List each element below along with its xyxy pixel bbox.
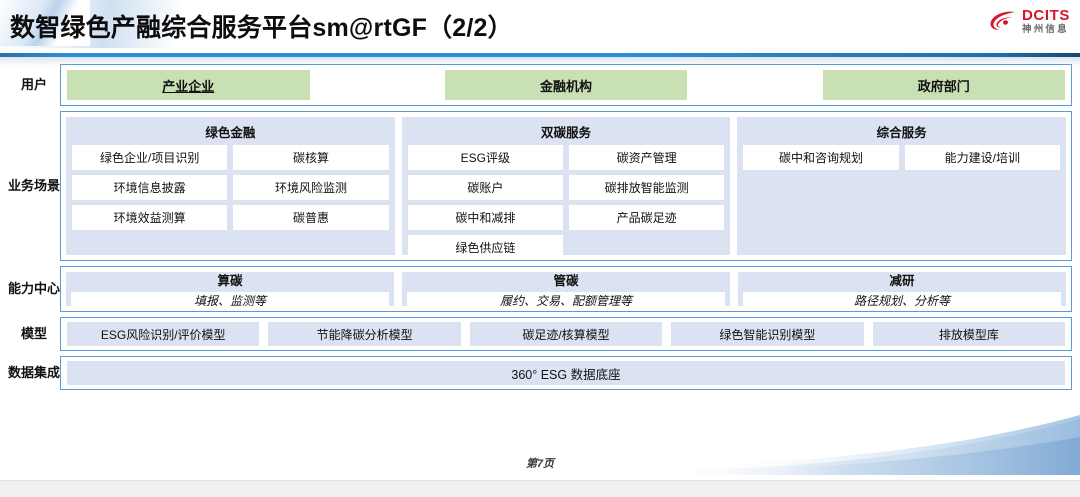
- row-body-capability-center: 算碳 填报、监测等 管碳 履约、交易、配额管理等 减研 路径规划、分析等: [60, 266, 1072, 312]
- scenario-group-comprehensive-items: 碳中和咨询规划 能力建设/培训: [743, 145, 1060, 170]
- user-chip-government-label: 政府部门: [917, 78, 970, 94]
- row-label-data-integration: 数据集成: [8, 364, 61, 380]
- row-label-models: 模型: [20, 325, 47, 341]
- row-label-users: 用户: [20, 76, 47, 92]
- capability-group-carbon-reduction[interactable]: 减研 路径规划、分析等: [738, 272, 1066, 309]
- user-chip-industry[interactable]: 产业企业: [67, 70, 310, 100]
- model-chip[interactable]: 碳足迹/核算模型: [469, 322, 663, 346]
- row-models: 模型 ESG风险识别/评价模型 节能降碳分析模型 碳足迹/核算模型 绿色智能识别…: [8, 317, 1072, 351]
- user-chip-financial-label: 金融机构: [539, 78, 592, 94]
- scenario-item[interactable]: 碳普惠: [233, 205, 389, 230]
- scenario-item[interactable]: ESG评级: [407, 145, 563, 170]
- capability-group-subtitle: 填报、监测等: [71, 291, 389, 309]
- scenario-item[interactable]: 产品碳足迹: [569, 205, 725, 230]
- model-chip[interactable]: 绿色智能识别模型: [671, 322, 864, 346]
- capability-group-title: 管碳: [553, 274, 579, 288]
- scenario-item[interactable]: 碳账户: [407, 175, 563, 200]
- scenario-group-dual-carbon: 双碳服务 ESG评级 碳资产管理 碳账户 碳排放智能监测 碳中和减排 产品碳足迹…: [401, 117, 731, 260]
- logo-english-text: DCITS: [1022, 7, 1070, 24]
- row-body-users: 产业企业 金融机构 政府部门: [60, 64, 1072, 106]
- dcits-swoosh-icon: [990, 11, 1015, 30]
- scenario-group-dual-carbon-title: 双碳服务: [541, 126, 592, 140]
- scenario-group-green-finance-items: 绿色企业/项目识别 碳核算 环境信息披露 环境风险监测 环境效益测算 碳普惠: [72, 145, 389, 230]
- scenario-item[interactable]: 绿色企业/项目识别: [72, 145, 228, 170]
- capability-group-carbon-management[interactable]: 管碳 履约、交易、配额管理等: [402, 272, 730, 309]
- model-chip[interactable]: ESG风险识别/评价模型: [67, 322, 260, 346]
- row-body-data-integration: 360° ESG 数据底座: [60, 356, 1072, 390]
- scenario-item[interactable]: 碳资产管理: [569, 145, 725, 170]
- capability-group-title: 算碳: [217, 274, 243, 288]
- user-chip-industry-label: 产业企业: [162, 78, 215, 94]
- title-divider-rule: [0, 53, 1080, 57]
- scenario-item[interactable]: 能力建设/培训: [904, 145, 1060, 170]
- footer-page-number: 第7页: [525, 458, 555, 470]
- title-divider-shadow: [0, 57, 1080, 66]
- scenario-group-comprehensive: 综合服务 碳中和咨询规划 能力建设/培训: [737, 117, 1067, 255]
- architecture-matrix: 用户 产业企业 金融机构 政府部门 业务场景 绿色金融 绿色: [8, 64, 1072, 390]
- row-business-scenarios: 业务场景 绿色金融 绿色企业/项目识别 碳核算 环境信息披露 环境风险监测 环境…: [8, 111, 1072, 261]
- scenario-group-green-finance: 绿色金融 绿色企业/项目识别 碳核算 环境信息披露 环境风险监测 环境效益测算 …: [66, 117, 395, 255]
- scenario-item[interactable]: 碳排放智能监测: [569, 175, 725, 200]
- scenario-item[interactable]: 碳核算: [233, 145, 389, 170]
- capability-group-title: 减研: [889, 274, 915, 288]
- model-chip[interactable]: 节能降碳分析模型: [268, 322, 461, 346]
- page-title: 数智绿色产融综合服务平台sm@rtGF（2/2）: [10, 14, 513, 42]
- capability-group-subtitle: 路径规划、分析等: [743, 291, 1061, 309]
- brand-logo: DCITS 神州信息: [989, 8, 1070, 35]
- scenario-group-green-finance-title: 绿色金融: [205, 126, 256, 140]
- capability-group-carbon-accounting[interactable]: 算碳 填报、监测等: [66, 272, 394, 309]
- scenario-item[interactable]: 环境效益测算: [72, 205, 228, 230]
- scenario-item[interactable]: 碳中和咨询规划: [743, 145, 899, 170]
- logo-chinese-text: 神州信息: [1022, 24, 1069, 35]
- footer-strip: [0, 480, 1080, 497]
- row-capability-center: 能力中心 算碳 填报、监测等 管碳 履约、交易、配额管理等 减研 路径规划、分析…: [8, 266, 1072, 312]
- scenario-item[interactable]: 环境风险监测: [233, 175, 389, 200]
- scenario-group-comprehensive-title: 综合服务: [876, 126, 927, 140]
- row-body-models: ESG风险识别/评价模型 节能降碳分析模型 碳足迹/核算模型 绿色智能识别模型 …: [60, 317, 1072, 351]
- row-label-business-scenarios: 业务场景: [8, 177, 61, 193]
- scenario-item[interactable]: 绿色供应链: [407, 235, 563, 260]
- row-data-integration: 数据集成 360° ESG 数据底座: [8, 356, 1072, 390]
- row-body-business-scenarios: 绿色金融 绿色企业/项目识别 碳核算 环境信息披露 环境风险监测 环境效益测算 …: [60, 111, 1072, 261]
- scenario-group-dual-carbon-items: ESG评级 碳资产管理 碳账户 碳排放智能监测 碳中和减排 产品碳足迹 绿色供应…: [407, 145, 725, 260]
- user-chip-government[interactable]: 政府部门: [822, 70, 1065, 100]
- scenario-item[interactable]: 碳中和减排: [407, 205, 563, 230]
- data-foundation-bar[interactable]: 360° ESG 数据底座: [67, 361, 1065, 385]
- user-chip-financial[interactable]: 金融机构: [444, 70, 688, 100]
- row-users: 用户 产业企业 金融机构 政府部门: [8, 64, 1072, 106]
- model-chip[interactable]: 排放模型库: [872, 322, 1066, 346]
- scenario-item[interactable]: 环境信息披露: [72, 175, 228, 200]
- capability-group-subtitle: 履约、交易、配额管理等: [407, 291, 725, 309]
- row-label-capability-center: 能力中心: [8, 280, 61, 296]
